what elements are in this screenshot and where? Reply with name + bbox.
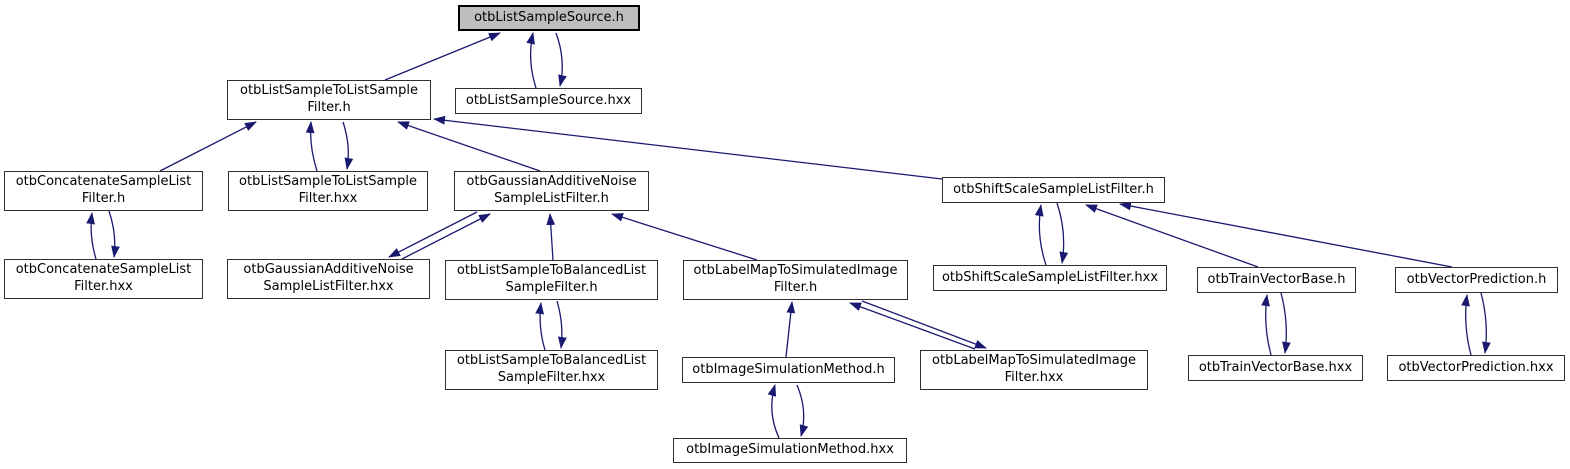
node-label: otbListSampleToListSample Filter.h bbox=[240, 83, 418, 115]
node-otbShiftScaleSampleListFilter_hxx[interactable]: otbShiftScaleSampleListFilter.hxx bbox=[933, 265, 1167, 291]
edge-otbGaussianAdditiveNoiseSampleListFilter_hxx-to-otbGaussianAdditiveNoiseSampleListFilter_h bbox=[401, 213, 491, 260]
edge-otbListSampleToListSampleFilter_hxx-to-otbListSampleToListSampleFilter_h bbox=[305, 121, 318, 172]
node-label: otbListSampleSource.h bbox=[474, 9, 624, 25]
node-otbImageSimulationMethod_hxx[interactable]: otbImageSimulationMethod.hxx bbox=[673, 438, 907, 463]
edge-otbConcatenateSampleListFilter_hxx-to-otbConcatenateSampleListFilter_h bbox=[86, 212, 97, 260]
edge-otbLabelMapToSimulatedImageFilter_hxx-to-otbLabelMapToSimulatedImageFilter_h bbox=[849, 302, 976, 350]
node-otbListSampleToBalancedListSampleFilter_h[interactable]: otbListSampleToBalancedList SampleFilter… bbox=[445, 260, 658, 300]
edge-otbVectorPrediction_h-to-otbShiftScaleSampleListFilter_h bbox=[1119, 201, 1453, 268]
node-otbListSampleToBalancedListSampleFilter_hxx[interactable]: otbListSampleToBalancedList SampleFilter… bbox=[445, 350, 658, 390]
edge-otbTrainVectorBase_h-to-otbShiftScaleSampleListFilter_h bbox=[1085, 204, 1259, 268]
node-otbImageSimulationMethod_h[interactable]: otbImageSimulationMethod.h bbox=[682, 357, 895, 383]
node-label: otbListSampleSource.hxx bbox=[465, 92, 632, 108]
edge-otbListSampleSource_hxx-to-otbListSampleSource_h bbox=[526, 32, 537, 89]
node-otbVectorPrediction_h[interactable]: otbVectorPrediction.h bbox=[1395, 267, 1558, 293]
edge-otbShiftScaleSampleListFilter_h-to-otbShiftScaleSampleListFilter_hxx bbox=[1056, 202, 1069, 264]
node-label: otbConcatenateSampleList Filter.hxx bbox=[15, 262, 192, 294]
node-otbListSampleToListSampleFilter_hxx[interactable]: otbListSampleToListSample Filter.hxx bbox=[228, 171, 428, 211]
node-label: otbShiftScaleSampleListFilter.hxx bbox=[941, 269, 1159, 285]
node-otbLabelMapToSimulatedImageFilter_hxx[interactable]: otbLabelMapToSimulatedImage Filter.hxx bbox=[920, 350, 1148, 390]
node-otbVectorPrediction_hxx[interactable]: otbVectorPrediction.hxx bbox=[1387, 355, 1565, 381]
edge-otbListSampleToBalancedListSampleFilter_hxx-to-otbListSampleToBalancedListSampleFilter_h bbox=[535, 302, 546, 351]
node-label: otbLabelMapToSimulatedImage Filter.h bbox=[693, 263, 898, 295]
edge-otbListSampleSource_h-to-otbListSampleSource_hxx bbox=[555, 32, 567, 87]
edges-group bbox=[86, 32, 1491, 439]
node-label: otbListSampleToBalancedList SampleFilter… bbox=[456, 353, 647, 385]
node-otbTrainVectorBase_h[interactable]: otbTrainVectorBase.h bbox=[1197, 267, 1356, 293]
node-label: otbVectorPrediction.h bbox=[1406, 271, 1547, 287]
node-label: otbListSampleToListSample Filter.hxx bbox=[239, 174, 417, 206]
edge-otbConcatenateSampleListFilter_h-to-otbConcatenateSampleListFilter_hxx bbox=[108, 210, 120, 258]
edge-otbListSampleToBalancedListSampleFilter_h-to-otbListSampleToBalancedListSampleFilter_hxx bbox=[556, 300, 567, 349]
edge-otbShiftScaleSampleListFilter_hxx-to-otbShiftScaleSampleListFilter_h bbox=[1034, 204, 1047, 266]
node-label: otbListSampleToBalancedList SampleFilter… bbox=[456, 263, 647, 295]
edge-otbListSampleToListSampleFilter_h-to-otbListSampleSource_h bbox=[384, 32, 501, 81]
node-otbShiftScaleSampleListFilter_h[interactable]: otbShiftScaleSampleListFilter.h bbox=[942, 177, 1165, 203]
edge-otbListSampleToBalancedListSampleFilter_h-to-otbGaussianAdditiveNoiseSampleListFilter_h bbox=[546, 213, 556, 261]
node-label: otbGaussianAdditiveNoise SampleListFilte… bbox=[466, 174, 637, 206]
node-label: otbConcatenateSampleList Filter.h bbox=[15, 174, 192, 206]
edge-otbTrainVectorBase_hxx-to-otbTrainVectorBase_h bbox=[1261, 294, 1272, 356]
node-otbGaussianAdditiveNoiseSampleListFilter_hxx[interactable]: otbGaussianAdditiveNoise SampleListFilte… bbox=[227, 259, 430, 299]
edge-otbGaussianAdditiveNoiseSampleListFilter_h-to-otbListSampleToListSampleFilter_h bbox=[397, 121, 541, 172]
node-label: otbVectorPrediction.hxx bbox=[1398, 359, 1554, 375]
node-label: otbLabelMapToSimulatedImage Filter.hxx bbox=[932, 353, 1136, 385]
node-otbTrainVectorBase_hxx[interactable]: otbTrainVectorBase.hxx bbox=[1188, 355, 1363, 381]
edge-otbImageSimulationMethod_hxx-to-otbImageSimulationMethod_h bbox=[767, 384, 780, 439]
node-otbLabelMapToSimulatedImageFilter_h[interactable]: otbLabelMapToSimulatedImage Filter.h bbox=[683, 260, 908, 300]
node-otbListSampleSource_h[interactable]: otbListSampleSource.h bbox=[458, 5, 640, 31]
edge-otbShiftScaleSampleListFilter_h-to-otbListSampleToListSampleFilter_h bbox=[433, 115, 943, 180]
edge-otbGaussianAdditiveNoiseSampleListFilter_h-to-otbGaussianAdditiveNoiseSampleListFilter_hxx bbox=[388, 211, 478, 258]
node-label: otbShiftScaleSampleListFilter.h bbox=[953, 181, 1154, 197]
node-label: otbTrainVectorBase.h bbox=[1207, 271, 1346, 287]
edge-otbVectorPrediction_hxx-to-otbVectorPrediction_h bbox=[1461, 294, 1472, 356]
edge-otbConcatenateSampleListFilter_h-to-otbListSampleToListSampleFilter_h bbox=[159, 121, 257, 172]
edge-otbListSampleToListSampleFilter_h-to-otbListSampleToListSampleFilter_hxx bbox=[342, 121, 354, 170]
node-otbConcatenateSampleListFilter_hxx[interactable]: otbConcatenateSampleList Filter.hxx bbox=[4, 259, 203, 299]
node-otbListSampleToListSampleFilter_h[interactable]: otbListSampleToListSample Filter.h bbox=[227, 80, 431, 120]
node-otbConcatenateSampleListFilter_h[interactable]: otbConcatenateSampleList Filter.h bbox=[4, 171, 203, 211]
node-label: otbImageSimulationMethod.h bbox=[692, 361, 885, 377]
edge-otbImageSimulationMethod_h-to-otbImageSimulationMethod_hxx bbox=[796, 384, 809, 437]
node-otbGaussianAdditiveNoiseSampleListFilter_h[interactable]: otbGaussianAdditiveNoise SampleListFilte… bbox=[454, 171, 649, 211]
node-otbListSampleSource_hxx[interactable]: otbListSampleSource.hxx bbox=[455, 88, 642, 114]
edge-otbTrainVectorBase_h-to-otbTrainVectorBase_hxx bbox=[1280, 292, 1291, 354]
node-label: otbTrainVectorBase.hxx bbox=[1198, 359, 1353, 375]
edge-otbLabelMapToSimulatedImageFilter_h-to-otbGaussianAdditiveNoiseSampleListFilter_h bbox=[611, 213, 758, 261]
node-label: otbGaussianAdditiveNoise SampleListFilte… bbox=[243, 262, 414, 294]
edge-otbLabelMapToSimulatedImageFilter_h-to-otbLabelMapToSimulatedImageFilter_hxx bbox=[861, 300, 987, 349]
edge-otbImageSimulationMethod_h-to-otbLabelMapToSimulatedImageFilter_h bbox=[785, 301, 796, 358]
node-label: otbImageSimulationMethod.hxx bbox=[686, 442, 894, 458]
edge-otbVectorPrediction_h-to-otbVectorPrediction_hxx bbox=[1480, 292, 1491, 354]
